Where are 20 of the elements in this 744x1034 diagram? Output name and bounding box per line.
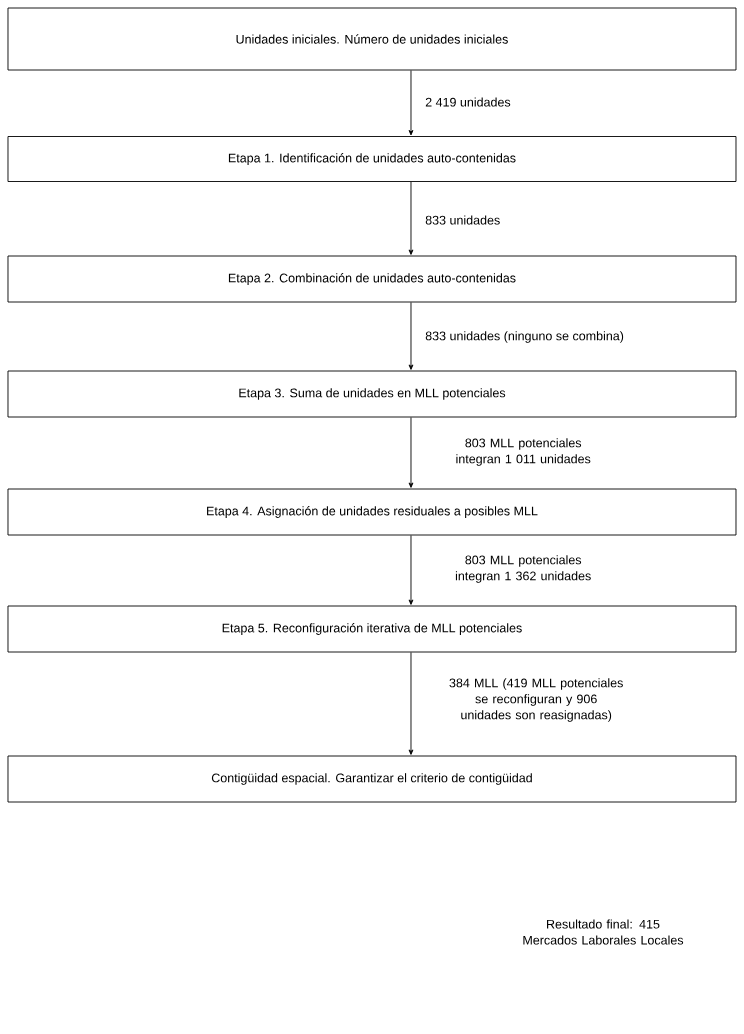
process-box: Etapa 1. Identificación de unidades auto-contenidas bbox=[7, 136, 737, 182]
process-box: Etapa 2. Combinación de unidades auto-contenidas bbox=[7, 255, 737, 303]
process-box: Contigüidad espacial. Garantizar el criterio de contigüidad bbox=[7, 755, 737, 803]
process-box: Etapa 5. Reconfiguración iterativa de MLL potenciales bbox=[7, 605, 737, 653]
edge-label: 2 419 unidades bbox=[425, 97, 511, 107]
edge-label: 803 MLL potenciales integran 1 362 unidades bbox=[455, 555, 591, 583]
process-box: Etapa 3. Suma de unidades en MLL potenciales bbox=[7, 370, 737, 418]
edge-label: 384 MLL (419 MLL potenciales se reconfiguran y 906 unidades son reasignadas) bbox=[449, 678, 623, 722]
edge-label: 833 unidades (ninguno se combina) bbox=[425, 331, 624, 343]
note: Resultado final: 415 Mercados Laborales Locales bbox=[523, 919, 684, 945]
arrow bbox=[408, 302, 414, 370]
edge-label: 803 MLL potenciales integran 1 011 unidades bbox=[456, 438, 591, 466]
process-box: Unidades iniciales. Número de unidades iniciales bbox=[7, 7, 737, 71]
arrow bbox=[408, 70, 414, 136]
process-box: Etapa 4. Asignación de unidades residuales a posibles MLL bbox=[7, 488, 737, 536]
arrow bbox=[408, 181, 414, 255]
arrow bbox=[408, 535, 414, 605]
arrow bbox=[408, 417, 414, 488]
edge-label: 833 unidades bbox=[425, 215, 500, 225]
arrow bbox=[408, 652, 414, 755]
